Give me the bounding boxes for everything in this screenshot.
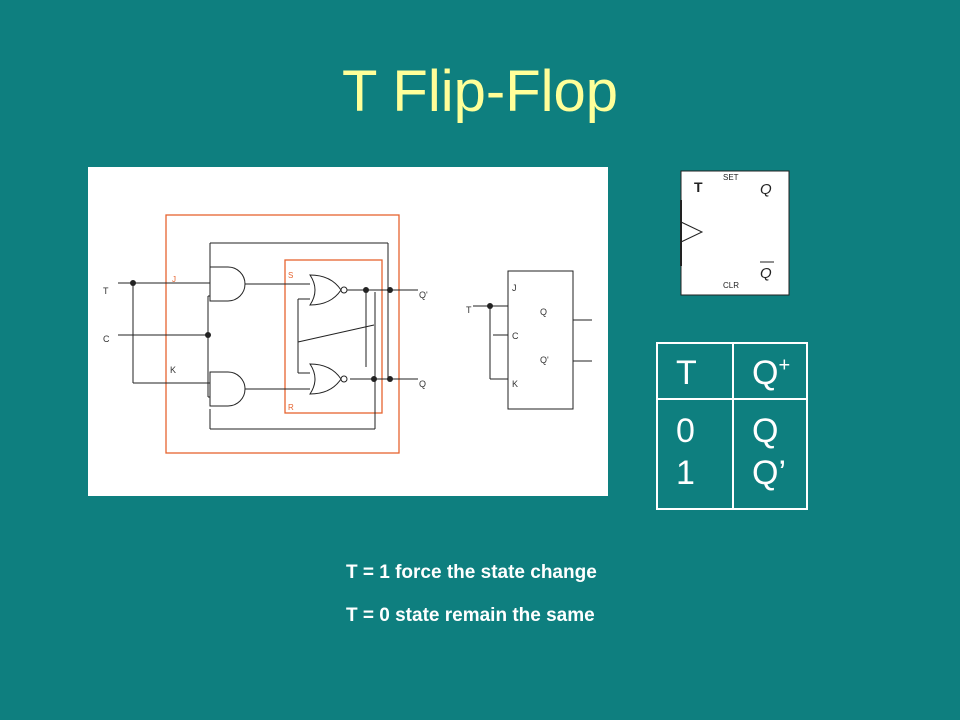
junction-dots — [130, 280, 493, 382]
or-gate-lower — [309, 363, 342, 395]
outer-box — [165, 214, 400, 454]
header-plus: + — [778, 354, 791, 377]
block-label-q-prime: Q' — [540, 355, 549, 365]
note-t0: T = 0 state remain the same — [346, 605, 595, 626]
circuit-diagram: T C K J S R Q' Q T J C K Q Q' — [88, 167, 608, 496]
t-flipflop-symbol: T SET Q Q CLR — [680, 170, 790, 296]
slide-title: T Flip-Flop — [341, 59, 619, 124]
symbol-svg: T SET Q Q CLR — [680, 170, 790, 296]
or-gate-upper — [309, 274, 342, 306]
and-gate-lower — [209, 371, 246, 407]
symbol-q: Q — [760, 181, 772, 198]
cell-q: Q Q’ — [732, 398, 808, 510]
header-t: T — [656, 342, 734, 400]
inverter-bubble-upper — [340, 286, 348, 294]
cell-t: 0 1 — [656, 398, 734, 510]
symbol-clr: CLR — [723, 281, 739, 290]
jk-block — [507, 270, 574, 410]
symbol-input-t: T — [694, 179, 703, 195]
label-k: K — [170, 365, 176, 375]
truth-table-row: 0 1 Q Q’ — [656, 398, 808, 510]
block-label-j: J — [512, 283, 517, 293]
circuit-svg: T C K J S R Q' Q T J C K Q Q' — [103, 214, 592, 454]
block-label-c: C — [512, 331, 519, 341]
block-label-q: Q — [540, 307, 547, 317]
block-label-t: T — [466, 305, 472, 315]
cell-q-0: Q — [752, 412, 779, 450]
label-q-prime: Q' — [419, 290, 428, 300]
truth-table-header-row: T Q+ — [656, 342, 808, 400]
cell-q-1: Q’ — [752, 454, 786, 492]
clock-icon — [680, 221, 704, 243]
label-t: T — [103, 286, 109, 296]
header-q-next: Q+ — [732, 342, 808, 400]
label-q: Q — [419, 379, 426, 389]
label-s: S — [288, 271, 293, 280]
and-gate-upper — [209, 266, 246, 302]
cell-t-1: 1 — [676, 454, 695, 492]
label-r: R — [288, 403, 294, 412]
label-j: J — [172, 275, 176, 284]
header-q: Q — [752, 354, 779, 392]
inverter-bubble-lower — [340, 375, 348, 383]
symbol-qbar: Q — [760, 265, 772, 282]
symbol-set: SET — [723, 173, 739, 182]
label-c: C — [103, 334, 110, 344]
block-label-k: K — [512, 379, 518, 389]
truth-table: T Q+ 0 1 Q Q’ — [656, 342, 808, 510]
cell-t-0: 0 — [676, 412, 695, 450]
inner-box — [284, 259, 383, 414]
note-t1: T = 1 force the state change — [346, 562, 597, 583]
